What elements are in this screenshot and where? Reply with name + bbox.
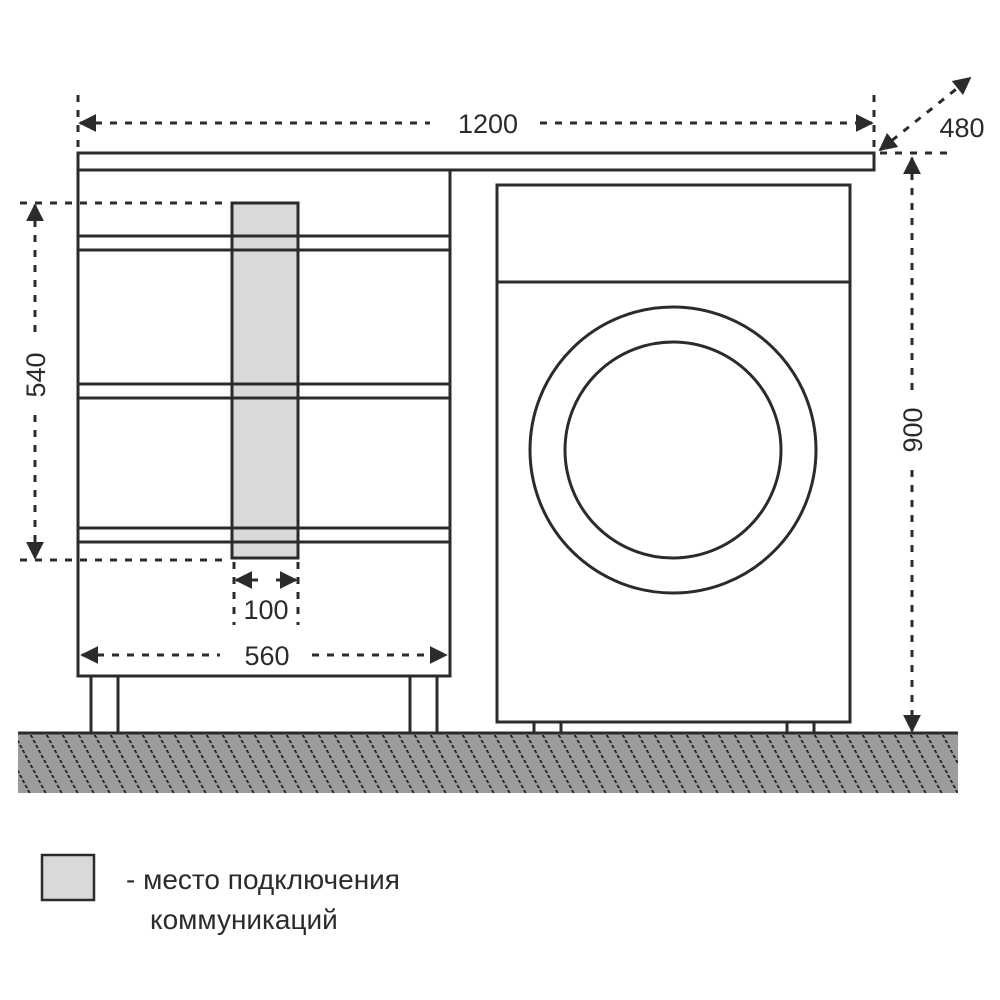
dimension-560: 560	[80, 641, 448, 671]
legend: - место подключения коммуникаций	[40, 853, 400, 935]
shelves	[78, 234, 450, 544]
washer-door-outer	[528, 305, 818, 595]
dimension-label: 480	[939, 113, 984, 143]
cabinet	[76, 168, 452, 735]
washer-door-inner	[563, 340, 783, 560]
legend-swatch	[40, 853, 96, 902]
dimension-1200: 1200	[76, 95, 876, 150]
dimension-100: 100	[232, 562, 300, 625]
legend-text-line1: - место подключения	[126, 864, 400, 895]
dimension-label: 100	[243, 595, 288, 625]
countertop	[76, 151, 876, 172]
connection-zone	[230, 201, 300, 560]
legend-text-line2: коммуникаций	[150, 904, 338, 935]
cabinet-leg-right	[408, 674, 439, 735]
washing-machine	[495, 183, 852, 735]
dimension-480: 480	[878, 76, 985, 155]
dimension-label: 540	[21, 352, 51, 397]
dimension-label: 900	[898, 407, 928, 452]
dimension-label: 1200	[458, 109, 518, 139]
dimension-label: 560	[244, 641, 289, 671]
dimension-900: 900	[898, 156, 928, 733]
cabinet-leg-left	[89, 674, 120, 735]
floor	[18, 731, 958, 793]
dimension-540: 540	[20, 201, 230, 562]
